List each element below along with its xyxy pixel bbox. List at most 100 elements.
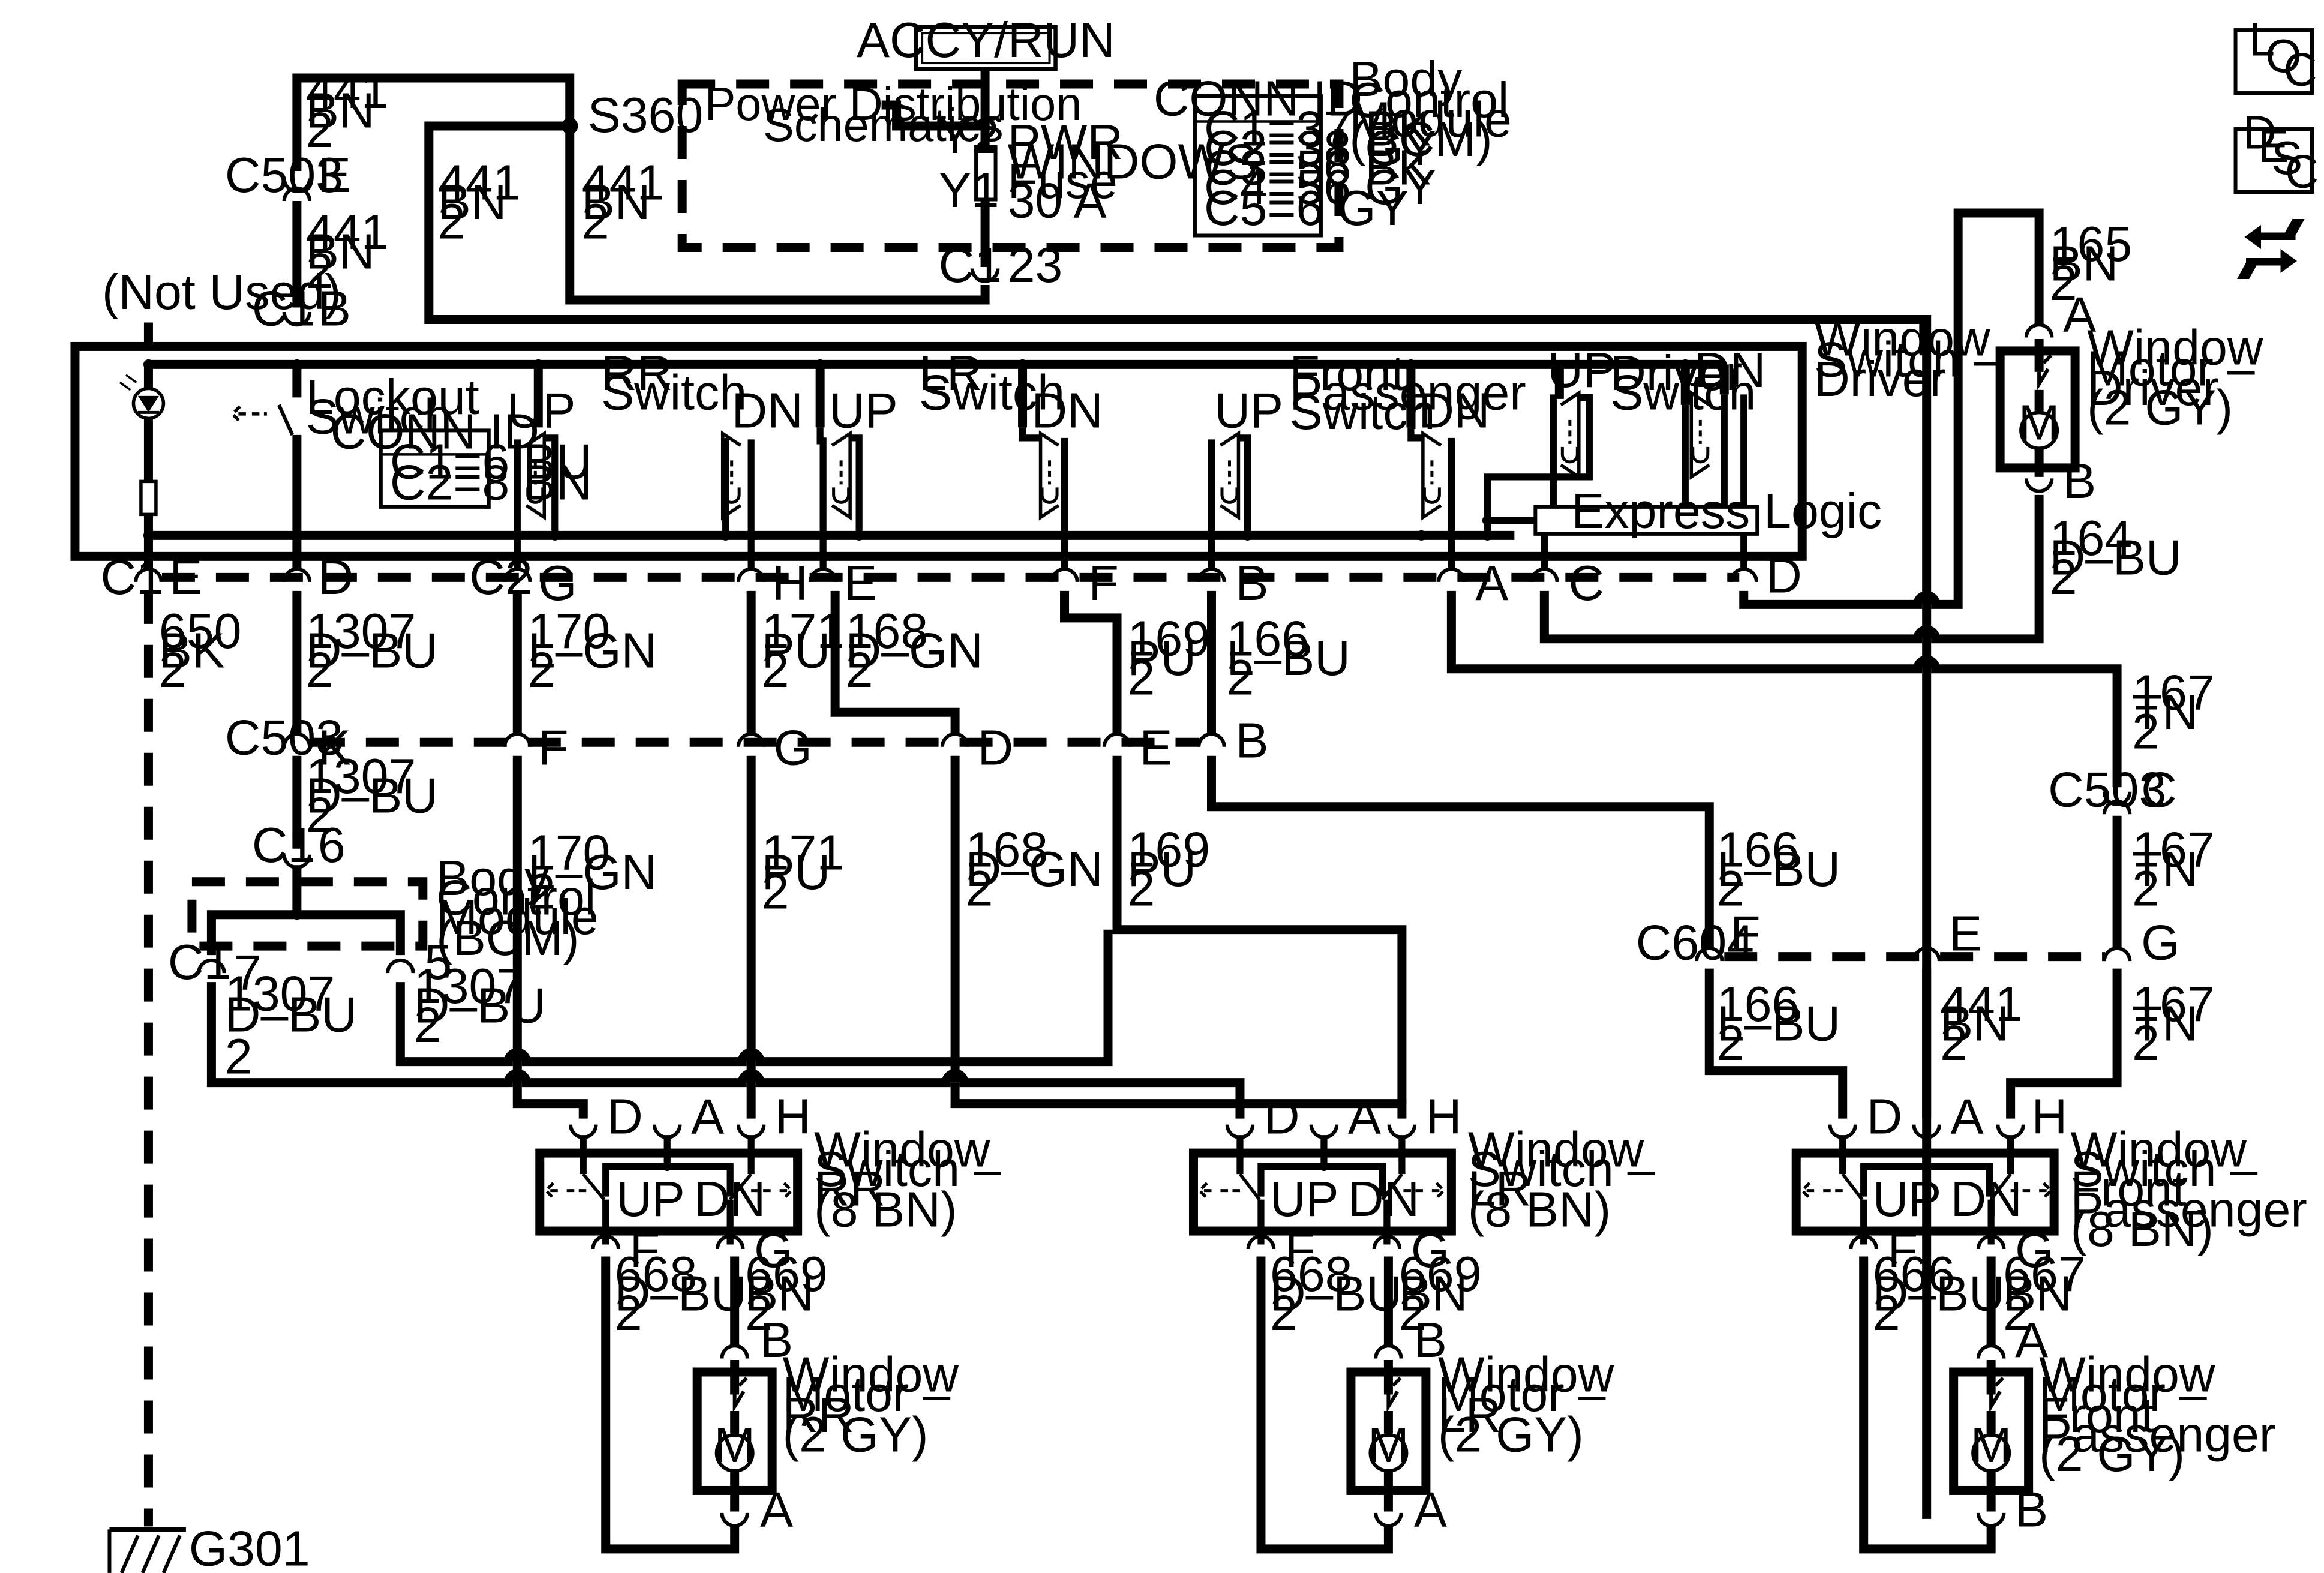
bcm-title-4: (BCM) bbox=[1349, 112, 1492, 167]
wire-164-label: 164 bbox=[2050, 511, 2133, 566]
wire-669-label: 669 bbox=[745, 1247, 828, 1302]
splice-label: S360 bbox=[588, 88, 704, 143]
wire-441-color: BN bbox=[1940, 996, 2009, 1052]
y1-label: Y1 bbox=[939, 163, 999, 218]
lr-motor-title-3: LR bbox=[1438, 1388, 1501, 1443]
fp-up-switch bbox=[1208, 433, 1251, 570]
pin-label: E bbox=[844, 556, 877, 611]
svg-text:D: D bbox=[2243, 107, 2277, 159]
wire-167-size: 2 bbox=[2132, 1016, 2160, 1071]
motor-m-label: M bbox=[1971, 1418, 2012, 1473]
wire-170-size: 2 bbox=[528, 864, 556, 920]
pin-label: A bbox=[1475, 556, 1508, 611]
wire-167-color: TN bbox=[2132, 685, 2198, 740]
rr-switch-title-3: RR bbox=[814, 1161, 885, 1217]
c1-top-label: C1 bbox=[252, 281, 315, 336]
rr-up-label: UP bbox=[616, 1172, 685, 1227]
wire-668-label: 668 bbox=[615, 1247, 698, 1302]
navigation-arrows-icon[interactable] bbox=[2237, 218, 2305, 279]
rr-motor-title-4: (2 GY) bbox=[783, 1407, 929, 1462]
wire-1307-color: D–BU bbox=[414, 978, 546, 1034]
wire-441-size: 2 bbox=[1940, 1016, 1968, 1071]
indicator-led bbox=[119, 374, 166, 421]
wire-165-size: 2 bbox=[2050, 256, 2077, 311]
pin-label: A bbox=[2015, 1313, 2048, 1368]
wire-669-size: 2 bbox=[1399, 1286, 1427, 1341]
wire-667-label: 667 bbox=[2003, 1247, 2086, 1302]
fuse-label-2: WINDOWS bbox=[1008, 134, 1258, 190]
bcm-conn-2: C2=38 GY bbox=[1204, 121, 1436, 176]
resistor-symbol bbox=[139, 479, 158, 517]
fp-motor-title-4: Passenger bbox=[2039, 1407, 2275, 1462]
wire-667-size: 2 bbox=[2003, 1286, 2031, 1341]
fp-dn-switch bbox=[1407, 427, 1455, 570]
loc-icon[interactable]: L O C bbox=[2233, 14, 2317, 96]
wire-171-size: 2 bbox=[762, 864, 789, 920]
wire-669-color: BN bbox=[745, 1266, 814, 1322]
wire-166-color: L–BU bbox=[1226, 631, 1350, 686]
pin-label: E bbox=[1949, 906, 1982, 962]
pin-label: F bbox=[1888, 1223, 1918, 1278]
pin-label: G bbox=[2015, 1223, 2053, 1278]
wire-441-size: 2 bbox=[438, 194, 466, 249]
wire-167-color: TN bbox=[2132, 996, 2198, 1052]
lr-motor-title-4: (2 GY) bbox=[1438, 1407, 1584, 1462]
pin-label: 7 bbox=[234, 945, 262, 1001]
wire-668-color: D–BU bbox=[1270, 1266, 1402, 1322]
wire-1307-color: D–BU bbox=[306, 623, 438, 678]
wire-167-color: TN bbox=[2132, 842, 2198, 897]
wire-441-color: BN bbox=[306, 224, 375, 279]
c1-bcm-label: C1 bbox=[252, 818, 315, 873]
wire-441-color: BN bbox=[582, 175, 651, 230]
wire-168-color: D–GN bbox=[966, 842, 1103, 897]
wire-1307-color: D–BU bbox=[225, 987, 357, 1043]
rr-switch-title-1: Window bbox=[814, 1122, 990, 1178]
pin-label: C2 bbox=[469, 550, 532, 605]
fp-motor-title-5: (2 GY) bbox=[2039, 1427, 2185, 1482]
pin-label: G bbox=[774, 721, 812, 776]
pin-label: A bbox=[760, 1482, 793, 1537]
wire-169-color: PU bbox=[1128, 842, 1197, 897]
pin-label: C1 bbox=[100, 550, 163, 605]
wire-441-size: 2 bbox=[306, 244, 334, 299]
c503-middle-label: C503 bbox=[225, 710, 343, 765]
wire-165-label: 165 bbox=[2050, 217, 2133, 272]
wire-1307-label: 1307 bbox=[414, 959, 524, 1014]
desc-icon[interactable]: D E S C bbox=[2233, 107, 2319, 198]
pin-label: D bbox=[1766, 548, 1802, 603]
wire-441-size: 2 bbox=[306, 103, 334, 158]
driver-motor-title-2: Motor – bbox=[2087, 341, 2255, 396]
driver-up-switch bbox=[1484, 393, 1593, 536]
pin-label: D bbox=[978, 721, 1014, 776]
driver-conn-title: CONN ID bbox=[331, 404, 539, 459]
driver-motor-title-3: Driver bbox=[2087, 361, 2219, 416]
wire-166-color: L–BU bbox=[1717, 842, 1840, 897]
wire-668-size: 2 bbox=[615, 1286, 642, 1341]
lr-window-switch-group: D A H Window Switch – LR (8 BN) UP DN F … bbox=[1188, 1089, 1655, 1554]
fp-window-switch-group: D A H Window Switch – Front Passenger (8… bbox=[1791, 1089, 2307, 1554]
wire-1307-label: 1307 bbox=[225, 966, 335, 1022]
bcm-conn-5: C5=6 GY bbox=[1204, 181, 1409, 236]
pin-label: G bbox=[538, 556, 577, 611]
pin-label: E bbox=[169, 550, 202, 605]
bcm-conn-1: C1=37 BK bbox=[1204, 101, 1431, 157]
pin-label: D bbox=[1867, 1089, 1903, 1145]
rr-switch-title-4: (8 BN) bbox=[814, 1182, 957, 1238]
wire-166-color: L–BU bbox=[1717, 996, 1840, 1052]
pin-label: B bbox=[2063, 454, 2096, 509]
fp-switch-title-4: Passenger bbox=[2071, 1182, 2307, 1238]
svg-text:S: S bbox=[2272, 133, 2303, 184]
wire-669-size: 2 bbox=[745, 1286, 773, 1341]
driver-dn-label: DN bbox=[1694, 343, 1765, 398]
pin-label: F bbox=[1730, 906, 1760, 962]
lr-dn-switch bbox=[1019, 427, 1068, 570]
wire-166-label: 166 bbox=[1717, 822, 1800, 878]
pin-label: B bbox=[1235, 713, 1268, 768]
driver-conn-2: C2=8 BN bbox=[390, 455, 592, 510]
wire-666-size: 2 bbox=[1873, 1286, 1900, 1341]
pin-label: E bbox=[1140, 721, 1173, 776]
wire-441-label: 441 bbox=[582, 155, 665, 211]
wire-667-color: BN bbox=[2003, 1266, 2072, 1322]
bcm-lower-title-4: (BCM) bbox=[436, 911, 579, 966]
